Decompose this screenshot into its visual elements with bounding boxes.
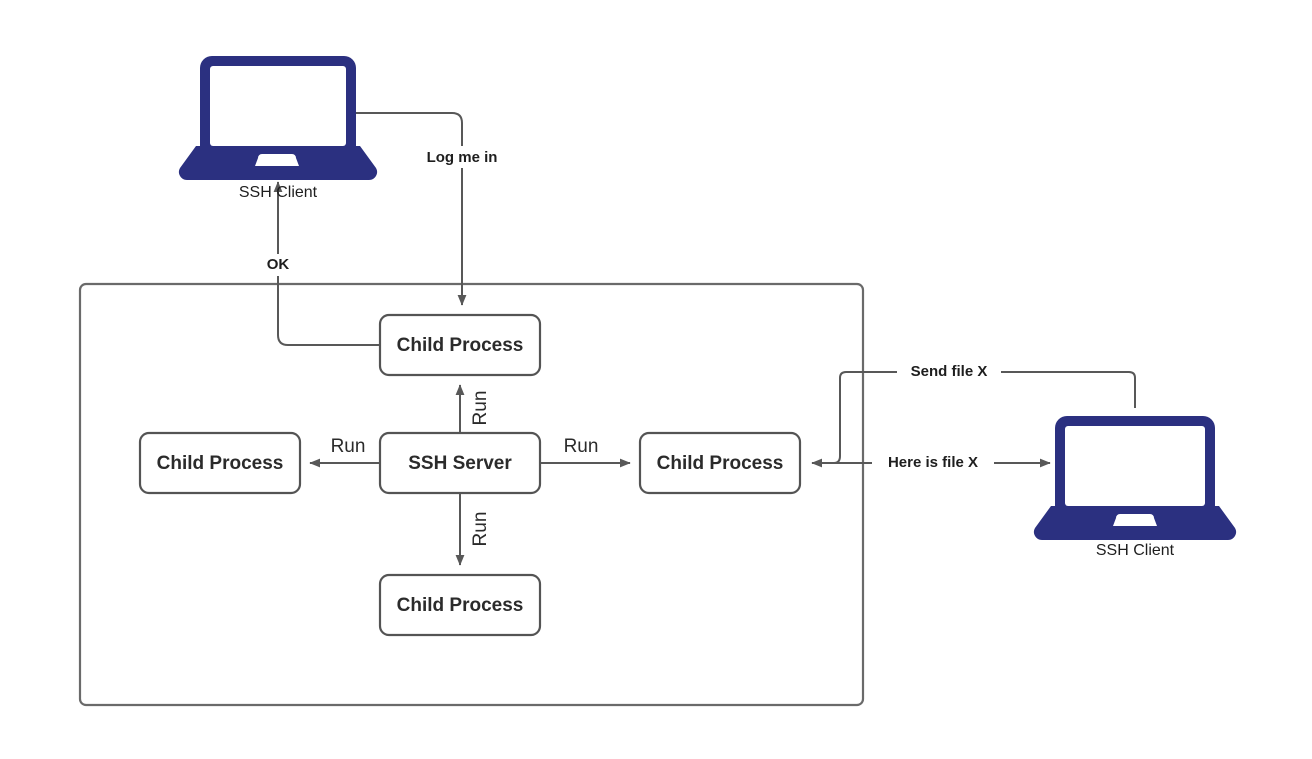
node-child-process-top[interactable]: Child Process (378, 313, 542, 377)
laptop-trackpad-icon (1113, 514, 1157, 526)
laptop-ssh-client-right[interactable]: SSH Client (1033, 416, 1237, 559)
edge-label-run-right: Run (564, 436, 599, 457)
device-label-ssh-client-right: SSH Client (1096, 542, 1175, 559)
edge-ok (273, 181, 380, 346)
edge-label-run-down: Run (470, 512, 491, 547)
edge-log-me-in (356, 112, 467, 306)
node-child-process-right[interactable]: Child Process (638, 431, 802, 495)
edge-label-log-me-in: Log me in (427, 149, 498, 166)
edge-label-run-left: Run (331, 436, 366, 457)
edge-label-send-file-x: Send file X (911, 363, 988, 380)
node-child-process-bottom[interactable]: Child Process (378, 573, 542, 637)
laptop-screen-icon (210, 66, 346, 146)
device-label-ssh-client-top: SSH Client (239, 184, 318, 201)
laptop-screen-icon (1065, 426, 1205, 506)
node-label: Child Process (157, 453, 284, 474)
edge-label-ok: OK (267, 256, 290, 273)
node-label: Child Process (397, 335, 524, 356)
edge-label-run-up: Run (470, 391, 491, 426)
edge-label-here-is-file-x: Here is file X (888, 454, 978, 471)
laptop-trackpad-icon (255, 154, 299, 166)
node-label: Child Process (397, 595, 524, 616)
ssh-server-container (78, 282, 865, 707)
node-child-process-left[interactable]: Child Process (138, 431, 302, 495)
node-ssh-server[interactable]: SSH Server (378, 431, 542, 495)
node-label: Child Process (657, 453, 784, 474)
node-label: SSH Server (408, 453, 512, 474)
laptop-ssh-client-top[interactable]: SSH Client (178, 56, 378, 201)
